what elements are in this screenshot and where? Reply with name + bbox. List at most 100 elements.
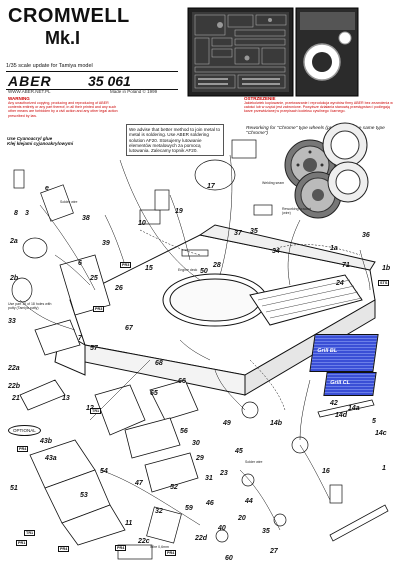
part-number: 68 xyxy=(155,360,163,367)
warning-text-pl: Jakiekolwiek kopiowanie, przetwarzanie i… xyxy=(244,101,393,114)
tag: PR4 xyxy=(165,550,177,556)
part-number: 67 xyxy=(125,325,133,332)
part-number: 19 xyxy=(175,208,183,215)
made-in: Made in Poland © 1999 xyxy=(110,89,158,94)
brand-bar xyxy=(6,71,178,90)
caption-putty: Use part 15 of 18 holes with putty (Tami… xyxy=(8,302,52,310)
part-number: 16 xyxy=(322,468,330,475)
part-number: 52 xyxy=(170,484,178,491)
part-number: 11 xyxy=(125,520,133,527)
part-number: 22c xyxy=(138,538,150,545)
part-number: 31 xyxy=(205,475,213,482)
part-number: e xyxy=(45,185,49,192)
part-number: 51 xyxy=(10,485,18,492)
part-number: 24 xyxy=(336,280,344,287)
part-number: 3 xyxy=(25,210,29,217)
part-number: 10 xyxy=(138,220,146,227)
part-number: 22d xyxy=(195,535,208,542)
part-number: 21 xyxy=(12,395,20,402)
tag: PR4 xyxy=(58,546,70,552)
stowage-bins xyxy=(29,417,199,546)
part-number: 12 xyxy=(86,405,94,412)
tag: STS xyxy=(378,280,390,286)
part-number: 1a xyxy=(330,245,338,252)
part-number: 56 xyxy=(180,428,188,435)
caption-solder-wire: Solder wire xyxy=(60,200,78,204)
part-number: 29 xyxy=(196,455,204,462)
caption-engine-deck: Engine deck xyxy=(178,268,198,272)
warning-text-en: Any unauthorized copying, producing and … xyxy=(8,101,118,118)
rework-note: Reworking for "Chrome" type wheels (proc… xyxy=(246,126,385,136)
caption-wire: Wire 0,6mm xyxy=(150,545,169,549)
caption-bracket: Reworking bracket (wire) xyxy=(282,207,311,215)
part-number: 25 xyxy=(90,275,98,282)
part-number: 14c xyxy=(375,430,387,437)
caption-welding-seam: Welding seam xyxy=(262,181,285,185)
part-number: 5 xyxy=(372,418,376,425)
website-url[interactable]: WWW.ABER.NET.PL xyxy=(8,89,51,94)
part-number: 23 xyxy=(220,470,228,477)
small-parts xyxy=(11,139,343,560)
tag: PR4 xyxy=(17,446,29,452)
scale-text: 1/35 scale update for Tamiya model xyxy=(6,63,93,69)
caption-solder-wire-2: Solder wire xyxy=(245,460,263,464)
part-number: 32 xyxy=(155,508,163,515)
part-number: 40 xyxy=(218,525,226,532)
part-number: 34 xyxy=(272,248,280,255)
part-number: 43a xyxy=(45,455,57,462)
part-number: 37 xyxy=(234,230,242,237)
part-number: 35 xyxy=(262,528,270,535)
part-number: 59 xyxy=(185,505,193,512)
part-number: 27 xyxy=(270,548,278,555)
part-number: 60 xyxy=(225,555,233,562)
photo-etch-small-fret xyxy=(295,7,359,97)
part-number: 43b xyxy=(40,438,53,445)
part-number: 6 xyxy=(78,260,82,267)
part-number: 50 xyxy=(200,268,208,275)
part-number: 47 xyxy=(135,480,143,487)
part-number: 2a xyxy=(10,238,18,245)
part-number: 13 xyxy=(62,395,70,402)
part-number: 39 xyxy=(102,240,110,247)
part-number: 14a xyxy=(348,405,360,412)
part-number: 1 xyxy=(382,465,386,472)
part-number: 53 xyxy=(80,492,88,499)
tag: TR1 xyxy=(90,408,102,414)
part-number: 42 xyxy=(330,400,338,407)
grill-bl-panel: Grill BL xyxy=(309,334,379,372)
left-fender-parts xyxy=(19,254,199,436)
part-number: 17 xyxy=(207,183,215,190)
road-wheel-lower xyxy=(294,161,369,219)
part-number: 28 xyxy=(213,262,221,269)
part-number: 46 xyxy=(206,500,214,507)
part-number: 2b xyxy=(10,275,19,282)
part-number: 30 xyxy=(192,440,200,447)
part-number: 71 xyxy=(342,262,350,269)
part-number: 36 xyxy=(362,232,370,239)
part-number: 15 xyxy=(145,265,153,272)
part-number: 22a xyxy=(8,365,20,372)
tag: TR1 xyxy=(24,530,36,536)
part-number: 38 xyxy=(82,215,90,222)
part-number: 20 xyxy=(238,515,246,522)
tag: PR3 xyxy=(120,262,132,268)
wire-runs xyxy=(139,229,361,411)
model-subtitle: Mk.I xyxy=(45,28,81,48)
part-number: 7 xyxy=(78,335,82,342)
hull-body xyxy=(54,224,376,396)
solder-note: We advise that better method to join met… xyxy=(126,124,224,157)
leader-lines xyxy=(19,154,371,531)
warning-title-en: WARNING xyxy=(8,96,30,101)
part-number: 44 xyxy=(245,498,253,505)
part-number: 45 xyxy=(235,448,243,455)
part-number: 22b xyxy=(8,383,21,390)
brand-logo: ABER xyxy=(8,73,52,89)
part-number: 14b xyxy=(270,420,283,427)
tag: PR1 xyxy=(16,540,28,546)
grill-bl-label: Grill BL xyxy=(316,348,338,354)
optional-badge: OPTIONAL xyxy=(8,425,41,436)
grill-cl-label: Grill CL xyxy=(329,380,351,386)
part-number: 35 xyxy=(250,228,258,235)
